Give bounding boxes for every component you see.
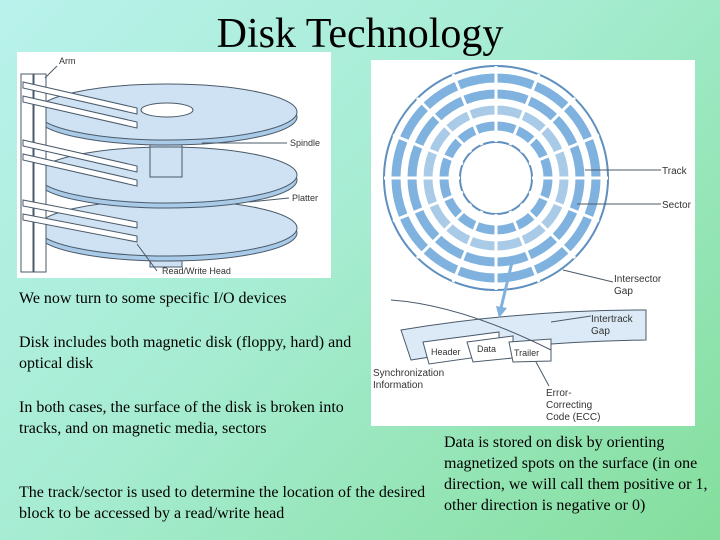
intertrack-gap-label: Intertrack: [591, 314, 634, 325]
sector-label: Sector: [662, 200, 692, 211]
arms: [22, 81, 138, 243]
arm-pivot: [20, 73, 34, 273]
sync-label: Synchronization: [373, 368, 444, 379]
platter-label: Platter: [292, 193, 318, 203]
ecc-label-3: Code (ECC): [546, 412, 600, 423]
arm-label: Arm: [59, 56, 76, 66]
sector-gaps: [384, 66, 608, 290]
disk-platter-diagram: Arm Spindle Platter Read/Write Head: [17, 52, 331, 278]
intertrack-gap-label-2: Gap: [591, 326, 610, 337]
head-label: Read/Write Head: [162, 266, 231, 276]
spindle-label: Spindle: [290, 138, 320, 148]
bullet-disk-types: Disk includes both magnetic disk (floppy…: [19, 334, 352, 372]
platter-illustration: Arm Spindle Platter Read/Write Head: [20, 56, 320, 276]
header-label: Header: [431, 347, 461, 357]
bullet-location: The track/sector is used to determine th…: [19, 484, 426, 522]
track-sector-diagram: Track Sector Intersector Gap Intertrack …: [371, 60, 695, 426]
ecc-label-2: Correcting: [546, 400, 592, 411]
bullet-magnetization: Data is stored on disk by orienting magn…: [444, 434, 708, 514]
trailer-label: Trailer: [514, 348, 539, 358]
data-label: Data: [477, 344, 496, 354]
spindle-hub: [140, 102, 194, 118]
ecc-label: Error-: [546, 388, 572, 399]
slide-title: Disk Technology: [216, 11, 504, 57]
bullet-tracks-sectors: In both cases, the surface of the disk i…: [19, 399, 344, 437]
intersector-gap-label: Intersector: [614, 274, 662, 285]
track-sector-illustration: Track Sector Intersector Gap Intertrack …: [373, 65, 692, 423]
intersector-gap-label-2: Gap: [614, 286, 633, 297]
zoom-arrow: [499, 257, 515, 309]
sync-label-2: Information: [373, 380, 423, 391]
track-label: Track: [662, 166, 688, 177]
bullet-io-devices: We now turn to some specific I/O devices: [19, 290, 287, 307]
